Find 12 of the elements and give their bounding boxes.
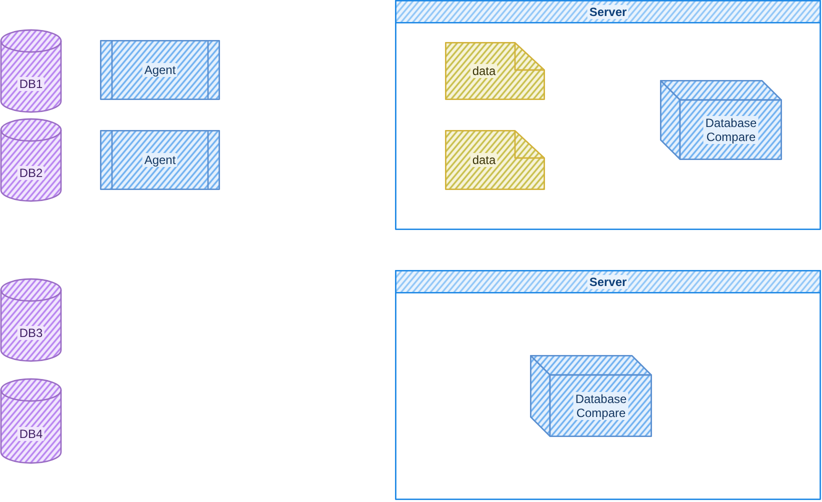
node-label: Database Compare [703,116,759,144]
node-label: DB1 [17,77,45,91]
node-label: Database Compare [573,392,629,420]
node-label: data [470,64,498,78]
node-label: DB3 [17,326,45,340]
node-label: DB4 [17,427,45,441]
container-title: Server [587,5,629,19]
node-label: Agent [142,63,178,77]
node-label: Agent [142,153,178,167]
node-label: DB2 [17,166,45,180]
node-label: data [470,153,498,167]
container-title: Server [587,275,629,289]
